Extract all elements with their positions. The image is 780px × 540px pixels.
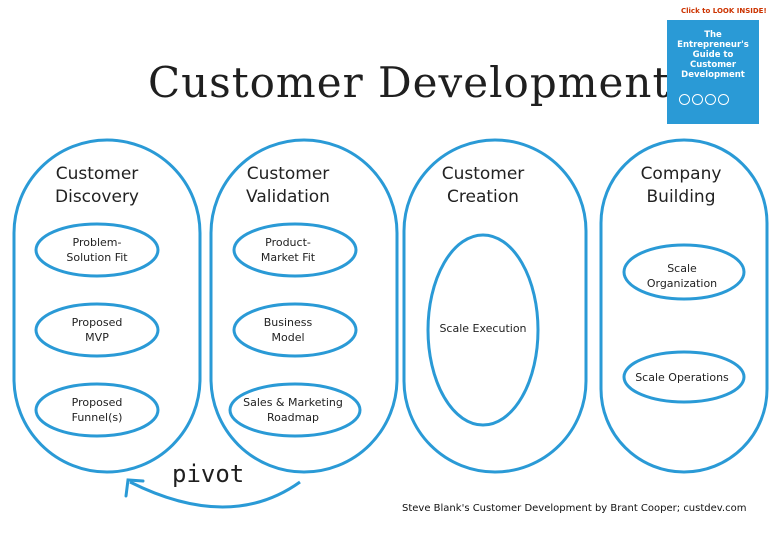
- stage-outline-company-building: [599, 138, 769, 474]
- book-cover: The Entrepreneur's Guide to Customer Dev…: [667, 20, 759, 124]
- step-outline-product-market-fit: [232, 222, 358, 278]
- step-outline-scale-organization: [622, 243, 746, 301]
- step-label-product-market-fit: Product-Market Fit: [260, 236, 316, 264]
- step-outline-proposed-funnels: [34, 382, 160, 438]
- book-cover-image[interactable]: Click to LOOK INSIDE! The Entrepreneur's…: [663, 7, 767, 124]
- pivot-label: pivot: [172, 460, 245, 488]
- look-inside-banner[interactable]: Click to LOOK INSIDE!: [681, 7, 767, 15]
- pivot-arrowhead: [124, 478, 145, 498]
- step-label-scale-operations: Scale Operations: [635, 371, 729, 384]
- step-outline-problem-solution-fit: [34, 222, 160, 278]
- diagram-title: Customer Development: [148, 58, 671, 107]
- step-outline-proposed-mvp: [34, 302, 160, 358]
- pivot-arrow: [129, 480, 301, 509]
- stage-outline-customer-discovery: [12, 138, 202, 474]
- step-label-problem-solution-fit: Problem-Solution Fit: [66, 236, 128, 264]
- step-outline-scale-execution: [426, 233, 540, 427]
- stage-outline-customer-creation: [402, 138, 588, 474]
- step-outline-scale-operations: [622, 350, 746, 404]
- credit-text: Steve Blank's Customer Development by Br…: [402, 503, 747, 514]
- book-cover-dots-icon: [679, 90, 747, 105]
- stage-outline-customer-validation: [209, 138, 399, 474]
- book-title: The Entrepreneur's Guide to Customer Dev…: [677, 30, 749, 80]
- step-outline-business-model: [232, 302, 358, 358]
- step-outline-sales-marketing-roadmap: [228, 382, 362, 438]
- step-label-scale-execution: Scale Execution: [439, 322, 527, 335]
